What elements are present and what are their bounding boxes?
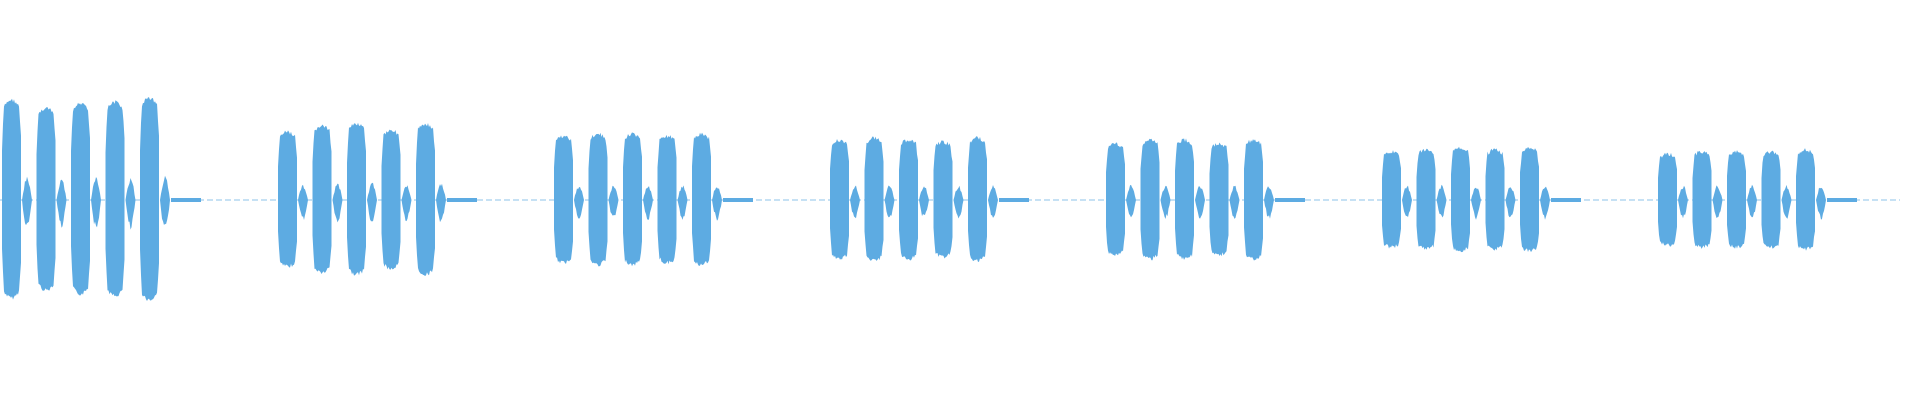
echo-mark — [1816, 187, 1826, 220]
tail-mark — [447, 198, 477, 202]
burst-group — [554, 132, 753, 267]
echo-mark — [953, 185, 964, 219]
echo-mark — [160, 175, 170, 226]
burst-mark — [36, 107, 56, 291]
echo-mark — [1747, 184, 1757, 218]
tail-mark — [723, 198, 753, 202]
burst-mark — [2, 98, 21, 300]
burst-mark — [1451, 146, 1470, 253]
burst-mark — [278, 130, 297, 268]
echo-mark — [1195, 185, 1205, 219]
echo-mark — [643, 186, 653, 220]
burst-group — [1658, 148, 1857, 251]
echo-mark — [1402, 185, 1412, 218]
tail-mark — [1275, 198, 1305, 202]
burst-group — [1382, 146, 1581, 253]
burst-mark — [1106, 142, 1125, 257]
burst-mark — [830, 139, 849, 260]
burst-mark — [1796, 148, 1815, 251]
echo-mark — [574, 187, 584, 219]
echo-mark — [56, 179, 67, 228]
burst-mark — [1140, 138, 1160, 261]
echo-mark — [1712, 185, 1723, 218]
burst-mark — [864, 136, 884, 261]
burst-mark — [416, 123, 435, 276]
burst-group — [2, 97, 201, 301]
echo-mark — [1264, 186, 1274, 219]
tail-mark — [999, 198, 1029, 202]
burst-mark — [1485, 148, 1505, 251]
echo-mark — [401, 185, 412, 222]
burst-mark — [554, 135, 573, 264]
burst-mark — [1658, 152, 1677, 247]
burst-mark — [657, 134, 677, 265]
echo-mark — [22, 176, 32, 226]
echo-mark — [298, 184, 308, 220]
echo-mark — [1126, 184, 1136, 218]
tail-mark — [1551, 198, 1581, 202]
burst-mark — [1416, 148, 1436, 250]
burst-mark — [1175, 138, 1194, 260]
echo-mark — [884, 185, 895, 218]
echo-mark — [1436, 184, 1447, 218]
echo-mark — [988, 185, 998, 218]
burst-mark — [347, 122, 366, 276]
burst-group — [830, 136, 1029, 262]
burst-mark — [968, 136, 987, 262]
echo-mark — [125, 178, 136, 230]
echo-mark — [677, 185, 688, 220]
burst-mark — [381, 129, 401, 270]
burst-mark — [1692, 150, 1712, 249]
burst-mark — [312, 124, 332, 274]
burst-mark — [71, 102, 90, 296]
tail-mark — [1827, 198, 1857, 202]
echo-mark — [919, 186, 929, 217]
echo-mark — [367, 182, 377, 222]
echo-mark — [1229, 185, 1240, 219]
burst-mark — [623, 132, 642, 267]
echo-mark — [436, 183, 446, 223]
burst-mark — [1727, 150, 1746, 249]
burst-mark — [692, 132, 711, 266]
burst-mark — [588, 132, 608, 267]
burst-mark — [1244, 139, 1263, 261]
echo-mark — [712, 187, 722, 221]
burst-mark — [140, 97, 159, 301]
burst-mark — [1382, 150, 1401, 249]
echo-mark — [1160, 185, 1171, 219]
burst-group — [1106, 138, 1305, 261]
burst-mark — [1209, 142, 1229, 257]
tail-mark — [171, 198, 201, 202]
echo-mark — [332, 183, 343, 223]
echo-mark — [850, 185, 860, 219]
echo-mark — [1505, 187, 1516, 218]
echo-mark — [91, 177, 101, 228]
burst-mark — [1761, 150, 1781, 249]
burst-mark — [933, 140, 953, 259]
burst-mark — [105, 100, 125, 297]
echo-mark — [1678, 185, 1688, 219]
burst-mark — [1520, 146, 1539, 253]
echo-mark — [1781, 184, 1792, 219]
echo-mark — [1540, 186, 1550, 220]
burst-mark — [899, 139, 918, 261]
echo-mark — [608, 185, 619, 216]
burst-group — [278, 122, 477, 276]
echo-mark — [1471, 187, 1481, 220]
